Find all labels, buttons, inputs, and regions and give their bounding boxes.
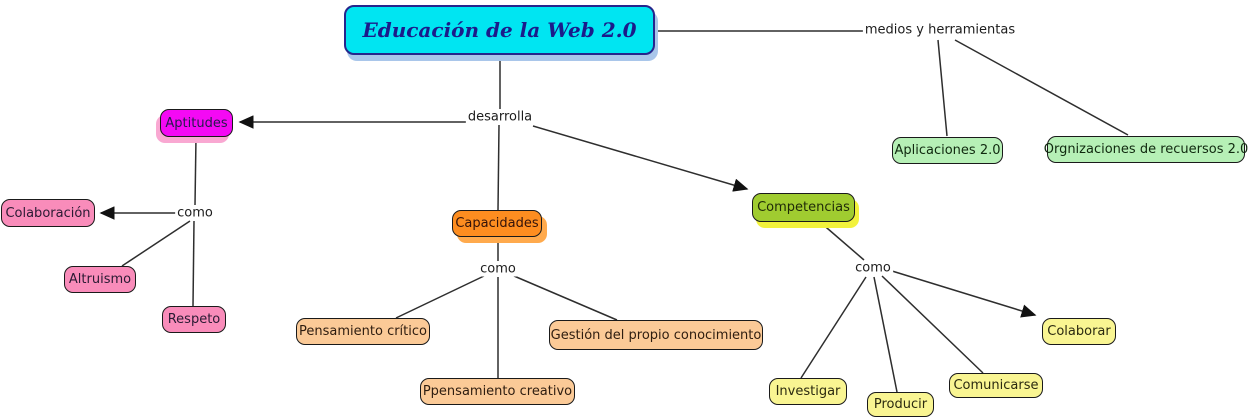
concept-node-gestion-conocimiento[interactable]: Gestión del propio conocimiento — [549, 320, 763, 350]
link-label-desarrolla[interactable]: desarrolla — [465, 109, 535, 125]
concept-node-organizaciones-20[interactable]: Orgnizaciones de recuersos 2.0 — [1044, 136, 1248, 163]
concept-node-producir[interactable]: Producir — [867, 392, 934, 417]
concept-node-respeto[interactable]: Respeto — [162, 306, 226, 333]
edge-como-to-altruismo — [121, 220, 191, 267]
edge-competencias-to-como — [819, 221, 865, 261]
concept-node-colaborar[interactable]: Colaborar — [1042, 318, 1116, 345]
edge-desarrolla-to-competencias — [532, 125, 749, 192]
concept-node-colaboracion[interactable]: Colaboración — [1, 199, 95, 227]
edge-como-to-gestion — [513, 275, 618, 321]
concept-node-aptitudes[interactable]: Aptitudes — [160, 109, 233, 137]
edge-como-to-producir — [873, 276, 898, 393]
concept-node-investigar[interactable]: Investigar — [769, 378, 847, 405]
concept-node-comunicarse[interactable]: Comunicarse — [949, 373, 1043, 398]
concept-node-capacidades[interactable]: Capacidades — [452, 210, 542, 237]
concept-node-competencias[interactable]: Competencias — [752, 193, 855, 222]
link-label-medios-y-herramientas[interactable]: medios y herramientas — [862, 22, 1018, 38]
link-label-como-aptitudes[interactable]: como — [175, 205, 215, 221]
edge-como-to-pens-critico — [395, 275, 485, 319]
concept-node-aplicaciones-20[interactable]: Aplicaciones 2.0 — [892, 137, 1003, 164]
edge-como-to-investigar — [800, 276, 867, 379]
edge-como-to-respeto — [192, 220, 195, 307]
link-label-como-competencias[interactable]: como — [853, 260, 893, 276]
concept-node-educacion-web20[interactable]: Educación de la Web 2.0 — [344, 5, 655, 55]
edge-aptitudes-to-como — [194, 136, 197, 206]
edge-como-to-comunicarse — [881, 275, 984, 374]
concept-node-ppensamiento-creativo[interactable]: Ppensamiento creativo — [420, 378, 575, 405]
edge-medios-to-organizaciones — [954, 39, 1129, 136]
edge-desarrolla-to-capacidades — [497, 124, 500, 211]
concept-node-pensamiento-critico[interactable]: Pensamiento crítico — [296, 318, 430, 345]
edge-medios-to-aplicaciones — [937, 39, 948, 137]
concept-node-altruismo[interactable]: Altruismo — [64, 266, 136, 293]
link-label-como-capacidades[interactable]: como — [478, 261, 518, 277]
edge-como-to-colaborar — [891, 270, 1037, 318]
